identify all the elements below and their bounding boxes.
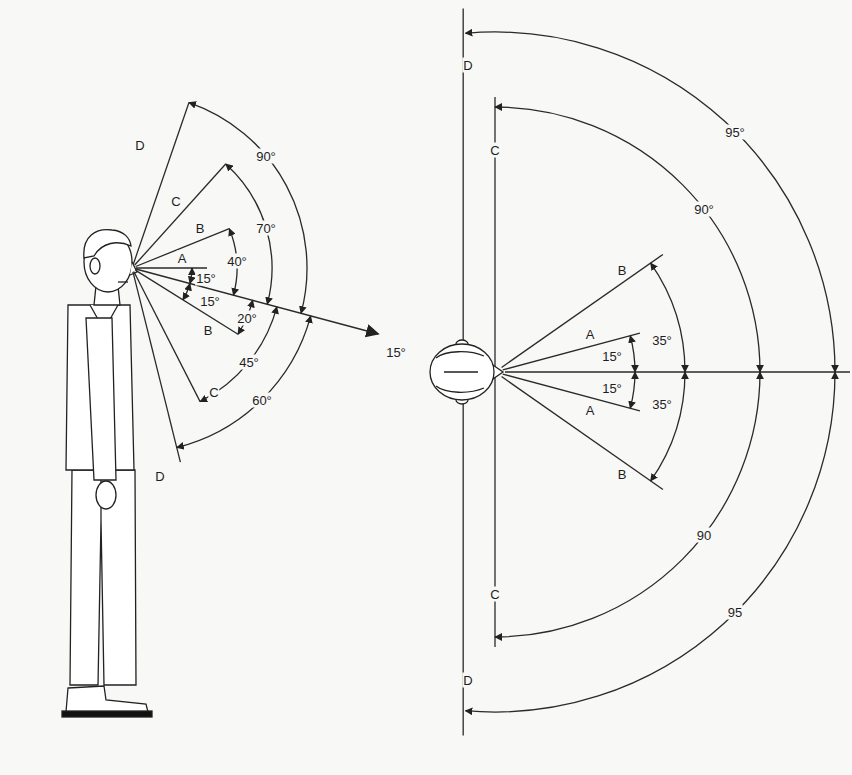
sight-ray: [502, 254, 663, 367]
angle-label: 60°: [251, 393, 273, 408]
angle-arc: [183, 284, 190, 300]
sight-ray: [133, 272, 180, 462]
angle-arc: [495, 372, 760, 637]
angle-label: 15°: [199, 294, 221, 309]
forward-axis: [505, 371, 850, 372]
zone-letter: A: [585, 327, 596, 342]
sight-ray: [136, 229, 230, 267]
zone-letter: D: [154, 469, 165, 484]
angle-label: 35°: [651, 397, 673, 412]
angle-arc: [465, 372, 835, 712]
angle-label: 90: [696, 528, 712, 543]
zone-letter: D: [134, 138, 145, 153]
angle-label: 45°: [238, 355, 260, 370]
angle-label: 15°: [601, 381, 623, 396]
zone-letter: C: [208, 385, 219, 400]
line-of-sight-arrow: [136, 269, 378, 334]
zone-letter: B: [617, 467, 628, 482]
angle-label: 35°: [651, 333, 673, 348]
sight-ray: [135, 270, 238, 334]
zone-letter: C: [170, 194, 181, 209]
zone-letter: D: [462, 58, 473, 73]
sight-ray: [136, 267, 207, 268]
sight-ray: [502, 377, 663, 490]
sight-ray: [134, 272, 200, 402]
head-top-view: [430, 340, 503, 404]
angle-label: 90°: [693, 202, 715, 217]
angle-arc: [630, 372, 635, 408]
angle-label: 15°: [195, 271, 217, 286]
angle-label: 95°: [724, 125, 746, 140]
zone-letter: C: [489, 143, 500, 158]
zone-letter: A: [177, 251, 188, 266]
angle-label: 95: [727, 605, 743, 620]
zone-letter: C: [489, 587, 500, 602]
angle-label: 40°: [226, 254, 248, 269]
zone-letter: D: [462, 673, 473, 688]
zone-letter: B: [195, 221, 206, 236]
angle-arc: [190, 268, 192, 284]
sight-ray: [133, 103, 189, 265]
angle-label: 15°: [601, 349, 623, 364]
angle-label: 15°: [385, 345, 407, 360]
angle-label: 70°: [255, 221, 277, 236]
angle-label: 90°: [255, 149, 277, 164]
man-figure: [62, 230, 152, 717]
angle-arc: [189, 103, 307, 314]
angle-arc: [495, 107, 760, 372]
angle-label: 20°: [236, 311, 258, 326]
zone-letter: A: [585, 403, 596, 418]
zone-letter: B: [617, 263, 628, 278]
angle-arc: [465, 32, 835, 372]
angle-arc: [630, 336, 635, 372]
angle-arc: [200, 307, 277, 402]
zone-letter: B: [203, 323, 214, 338]
angle-arc: [651, 372, 685, 481]
angle-arc: [651, 263, 685, 372]
angle-arc: [177, 316, 311, 448]
sight-ray: [135, 164, 226, 265]
